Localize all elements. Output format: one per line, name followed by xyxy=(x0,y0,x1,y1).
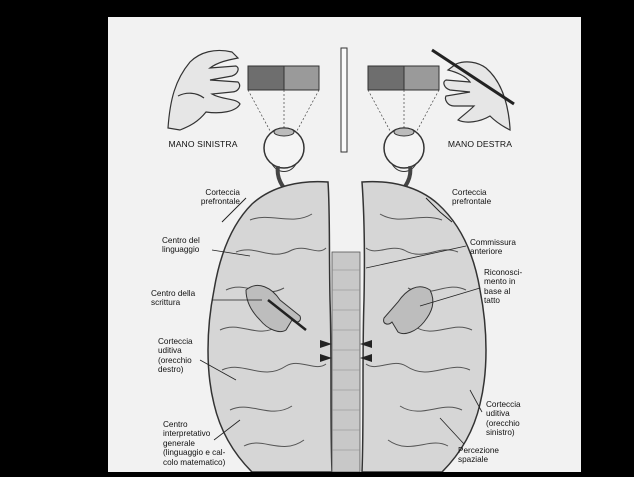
label-commissura-anteriore: Commissura anteriore xyxy=(470,238,516,257)
left-screen-left-half xyxy=(248,66,284,90)
label-centro-scrittura: Centro della scrittura xyxy=(151,289,195,308)
label-mano-destra: MANO DESTRA xyxy=(442,140,518,149)
left-screen-right-half xyxy=(284,66,319,90)
label-centro-interpretativo: Centro interpretativo generale (linguagg… xyxy=(163,420,225,467)
label-mano-sinistra: MANO SINISTRA xyxy=(160,140,246,149)
label-corteccia-uditiva-destro: Corteccia uditiva (orecchio destro) xyxy=(158,337,193,375)
label-riconoscimento-tatto: Riconosci- mento in base al tatto xyxy=(484,268,522,306)
visual-divider xyxy=(341,48,347,152)
right-screen-left-half xyxy=(368,66,404,90)
right-screen-right-half xyxy=(404,66,439,90)
label-corteccia-prefrontale-right: Corteccia prefrontale xyxy=(452,188,491,207)
label-corteccia-prefrontale-left: Corteccia prefrontale xyxy=(182,188,240,207)
label-percezione-spaziale: Percezione spaziale xyxy=(458,446,499,465)
corpus-callosum-icon xyxy=(332,252,360,472)
label-corteccia-uditiva-sinistro: Corteccia uditiva (orecchio sinistro) xyxy=(486,400,521,438)
label-centro-linguaggio: Centro del linguaggio xyxy=(162,236,200,255)
